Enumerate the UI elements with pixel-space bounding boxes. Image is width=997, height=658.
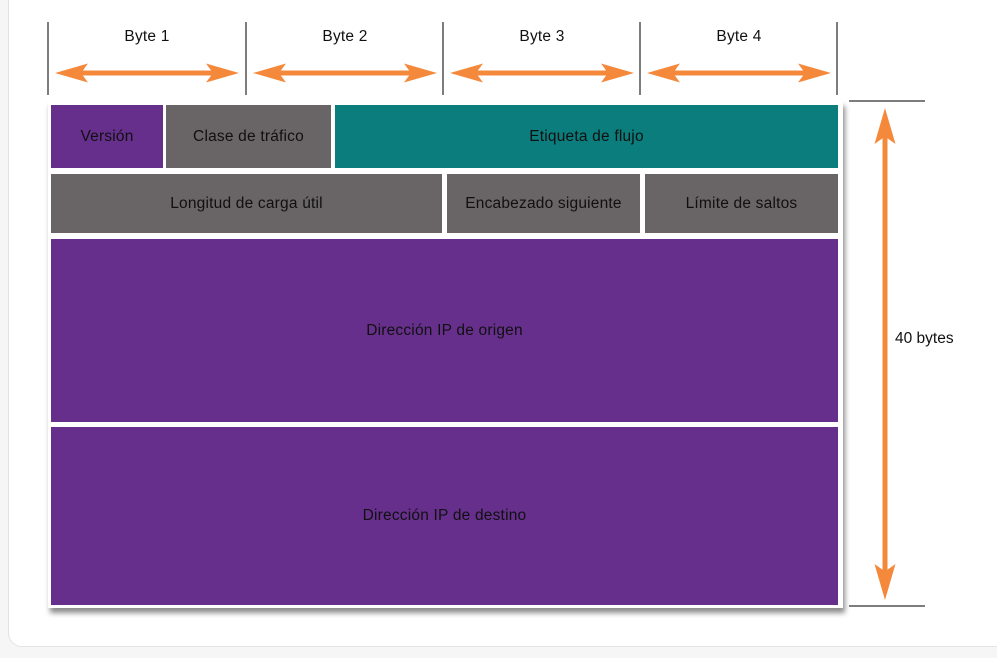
byte-scale-tick bbox=[639, 22, 641, 95]
byte-scale-tick bbox=[47, 22, 49, 95]
field-next-header: Encabezado siguiente bbox=[447, 174, 640, 233]
field-flow-label: Etiqueta de flujo bbox=[335, 105, 838, 168]
field-source-address: Dirección IP de origen bbox=[51, 239, 838, 422]
header-fields-grid: Versión Clase de tráfico Etiqueta de flu… bbox=[48, 101, 843, 608]
header-height-arrow-icon bbox=[874, 108, 896, 600]
size-indicator-top-line bbox=[849, 100, 925, 102]
size-indicator-bottom-line bbox=[849, 605, 925, 607]
byte-scale-tick bbox=[836, 22, 838, 95]
byte-2-label: Byte 2 bbox=[322, 28, 368, 45]
byte-scale-tick bbox=[245, 22, 247, 95]
field-payload-length: Longitud de carga útil bbox=[51, 174, 442, 233]
byte-1-label: Byte 1 bbox=[124, 28, 170, 45]
field-traffic-class: Clase de tráfico bbox=[166, 105, 331, 168]
byte-3-label: Byte 3 bbox=[519, 28, 565, 45]
total-size-label: 40 bytes bbox=[895, 330, 954, 347]
byte-3-width-arrow-icon bbox=[450, 63, 634, 83]
byte-2-width-arrow-icon bbox=[253, 63, 437, 83]
byte-1-width-arrow-icon bbox=[55, 63, 239, 83]
byte-4-label: Byte 4 bbox=[716, 28, 762, 45]
field-hop-limit: Límite de saltos bbox=[645, 174, 838, 233]
field-destination-address: Dirección IP de destino bbox=[51, 427, 838, 605]
byte-4-width-arrow-icon bbox=[647, 63, 831, 83]
byte-scale-tick bbox=[442, 22, 444, 95]
field-version: Versión bbox=[51, 105, 163, 168]
